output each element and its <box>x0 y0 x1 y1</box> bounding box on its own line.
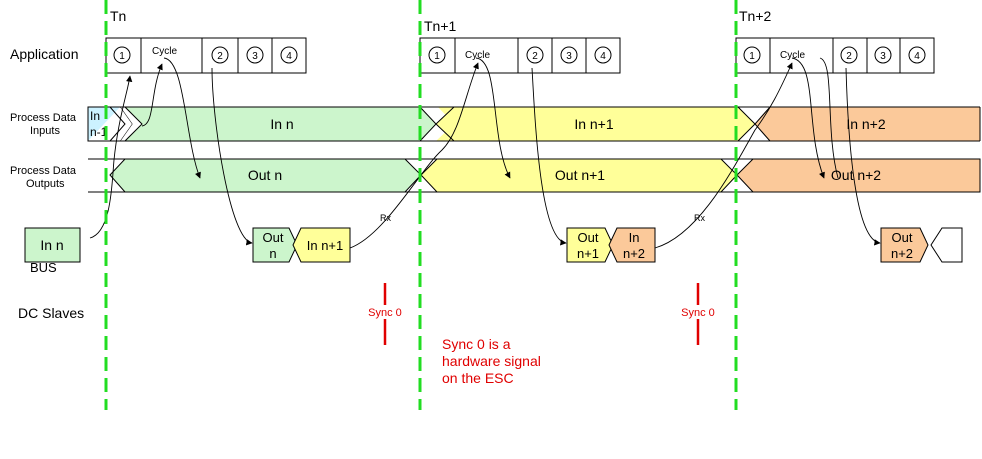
sync-note-line-2: hardware signal <box>442 353 541 369</box>
rx-label: Rx <box>694 213 705 223</box>
step-3: 3 <box>252 51 258 62</box>
row-label-process-data-outputs: Process Data <box>10 165 77 177</box>
sync-note-line-1: Sync 0 is a <box>442 336 511 352</box>
process-data-outputs-row: Out n Out n+1 Out n+2 <box>88 158 981 193</box>
app-cycle-n: 1 Cycle 2 3 4 <box>105 37 307 74</box>
arrow-bus-to-app <box>89 75 133 239</box>
output-segment-n2 <box>736 158 981 193</box>
input-prev-label-2: n-1 <box>90 125 108 139</box>
bus-in-label: In <box>629 230 640 245</box>
bus-in-n-label: In n <box>40 237 63 253</box>
arrow-cycle-to-outputs <box>163 57 201 179</box>
time-lines <box>104 0 738 410</box>
arrow-cycle-secondary <box>819 57 839 179</box>
step-cycle: Cycle <box>152 46 177 57</box>
step-2: 2 <box>846 51 852 62</box>
step-cycle: Cycle <box>465 50 490 61</box>
row-label-dc-slaves: DC Slaves <box>18 305 84 321</box>
app-cycle-n1: 1 Cycle 2 3 4 <box>419 37 621 74</box>
time-marker-tn: Tn <box>110 8 126 24</box>
bus-in-label: In n+1 <box>307 238 344 253</box>
process-data-inputs-row: In n-1 In n In n+1 In n+2 <box>87 106 981 142</box>
row-label-bus: BUS <box>30 260 57 275</box>
bus-in-index: n+2 <box>623 246 645 261</box>
output-label-n: Out n <box>248 167 282 183</box>
arrow-app-to-bus <box>211 67 253 246</box>
bus-out-index: n <box>269 246 276 261</box>
arrow-app-to-bus <box>531 67 567 246</box>
arrow-rx-to-app <box>654 62 793 249</box>
step-4: 4 <box>600 51 606 62</box>
bus-frame-out-n1 <box>566 227 614 263</box>
step-3: 3 <box>880 51 886 62</box>
arrow-inputs-to-cycle <box>141 63 163 127</box>
input-label-n2: In n+2 <box>846 116 886 132</box>
step-1: 1 <box>434 51 440 62</box>
bus-frame-in-n2 <box>608 227 656 263</box>
bus-out-label: Out <box>892 230 913 245</box>
row-label-outputs: Outputs <box>26 178 65 190</box>
row-label-application: Application <box>10 46 79 62</box>
input-label-n1: In n+1 <box>574 116 614 132</box>
flow-arrows <box>89 57 881 249</box>
row-label-inputs: Inputs <box>30 125 60 137</box>
step-3: 3 <box>566 51 572 62</box>
step-2: 2 <box>532 51 538 62</box>
arrow-cycle-to-outputs <box>791 57 825 179</box>
bus-out-label: Out <box>263 230 284 245</box>
arrow-app-to-bus <box>845 67 881 246</box>
app-cycle-n2: 1 Cycle 2 3 4 <box>735 37 935 74</box>
input-segment-n <box>125 107 420 141</box>
sync0-label: Sync 0 <box>368 307 402 319</box>
arrow-rx-to-app <box>349 62 479 249</box>
bus-out-index: n+2 <box>891 246 913 261</box>
input-prev-label-1: In <box>90 109 100 123</box>
bus-frame-out-n <box>252 227 298 263</box>
bus-out-index: n+1 <box>577 246 599 261</box>
sync-note-line-3: on the ESC <box>442 370 514 386</box>
rx-label: Rx <box>380 213 391 223</box>
step-1: 1 <box>749 51 755 62</box>
sync0-markers: Sync 0 Sync 0 <box>364 283 719 345</box>
bus-frame-in-n1 <box>292 227 351 263</box>
time-marker-tn2: Tn+2 <box>739 8 772 24</box>
bus-in-n <box>24 227 81 263</box>
bus-frame-out-n2 <box>880 227 929 263</box>
output-label-n2: Out n+2 <box>831 167 881 183</box>
step-cycle: Cycle <box>780 50 805 61</box>
input-segment-n1 <box>438 107 755 141</box>
step-4: 4 <box>914 51 920 62</box>
step-4: 4 <box>286 51 292 62</box>
input-segment-n2 <box>755 107 980 141</box>
sync0-label: Sync 0 <box>681 307 715 319</box>
bus-out-label: Out <box>578 230 599 245</box>
bus-frame-next <box>930 227 963 263</box>
row-label-process-data-inputs: Process Data <box>10 112 77 124</box>
step-2: 2 <box>217 51 223 62</box>
input-label-n: In n <box>270 116 293 132</box>
arrow-cycle-to-outputs <box>475 57 511 179</box>
time-marker-tn1: Tn+1 <box>424 18 457 34</box>
output-label-n1: Out n+1 <box>555 167 605 183</box>
step-1: 1 <box>119 51 125 62</box>
bus-row: In n Out n In n+1 Out n+1 In n+2 Out n+2… <box>24 213 963 263</box>
